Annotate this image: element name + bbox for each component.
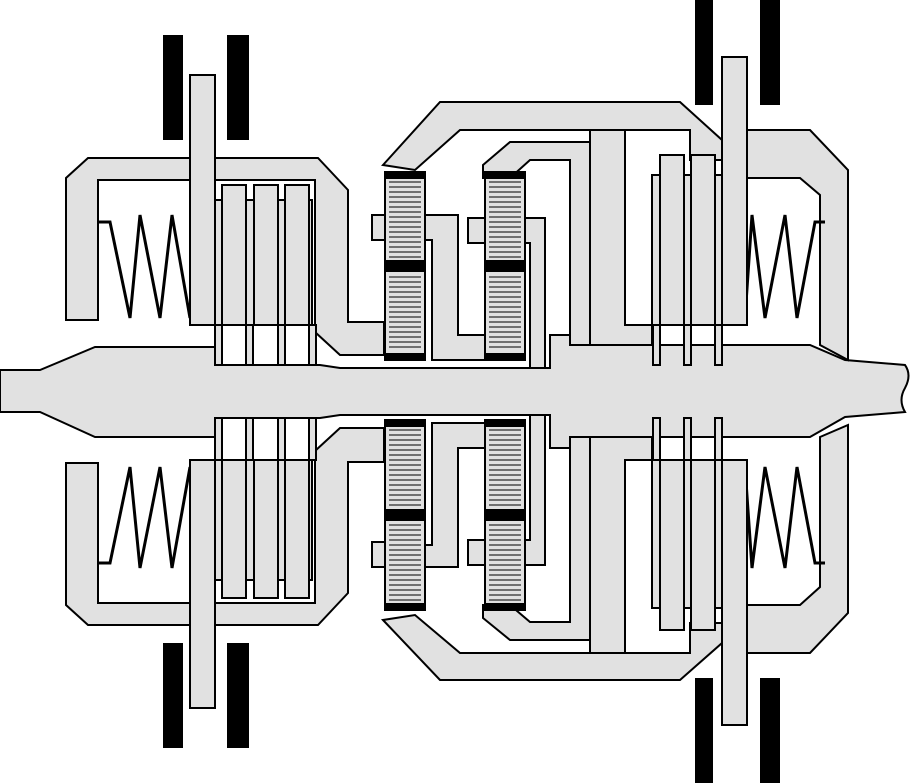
gear-band-0 — [485, 420, 525, 427]
left-steel-disc-7 — [277, 417, 286, 461]
right-steel-disc-1 — [652, 324, 661, 366]
gear-band-0 — [385, 420, 425, 427]
right-lower-housing — [589, 436, 653, 654]
left-black-bar-1 — [163, 35, 183, 140]
left-upper-housing — [65, 157, 385, 356]
right-steel-disc-3 — [714, 324, 723, 366]
left-friction-plate-6 — [284, 459, 310, 599]
right-black-bar-1 — [695, 0, 713, 105]
left-steel-disc-4 — [308, 324, 317, 366]
pinion-gear-2 — [484, 171, 526, 361]
gear-band-1 — [385, 260, 425, 272]
gear-band-2 — [485, 353, 525, 360]
gear-band-1 — [385, 509, 425, 521]
carrier-arm-lower — [467, 414, 546, 566]
pinion-gears — [384, 171, 526, 611]
right-clutch-assembly — [589, 0, 849, 783]
right-friction-plate-3 — [659, 459, 685, 631]
left-friction-plate-5 — [253, 459, 279, 599]
left-piston-upper — [189, 74, 216, 326]
left-piston-lower — [189, 459, 216, 709]
right-black-bar-3 — [695, 678, 713, 783]
right-black-bar-2 — [760, 0, 780, 105]
right-steel-disc-2 — [683, 324, 692, 366]
right-piston-lower — [721, 459, 748, 726]
left-clutch-assembly — [65, 35, 385, 748]
right-steel-disc-5 — [683, 417, 692, 461]
gear-band-2 — [485, 603, 525, 610]
right-friction-plate-4 — [690, 459, 716, 631]
left-black-bar-2 — [227, 35, 249, 140]
right-steel-disc-6 — [714, 417, 723, 461]
right-piston-upper — [721, 56, 748, 326]
left-upper-return-spring — [98, 214, 192, 319]
pinion-gear-3 — [384, 419, 426, 611]
left-friction-plate-4 — [221, 459, 247, 599]
gear-band-2 — [385, 603, 425, 610]
stub-left-lower — [371, 541, 386, 568]
right-friction-plate-1 — [659, 154, 685, 326]
left-steel-disc-1 — [214, 324, 223, 366]
carrier-arm-upper — [467, 217, 546, 369]
gear-band-1 — [485, 260, 525, 272]
gear-band-0 — [385, 172, 425, 179]
gear-band-0 — [485, 172, 525, 179]
gear-band-2 — [385, 353, 425, 360]
left-black-bar-4 — [227, 643, 249, 748]
right-upper-housing — [589, 129, 653, 346]
left-steel-disc-8 — [308, 417, 317, 461]
right-friction-plate-2 — [690, 154, 716, 326]
right-black-bar-4 — [760, 678, 780, 783]
left-steel-disc-2 — [245, 324, 254, 366]
stub-left-upper — [371, 214, 386, 241]
left-friction-plate-3 — [284, 184, 310, 326]
left-steel-disc-5 — [214, 417, 223, 461]
right-upper-return-spring — [743, 214, 825, 319]
left-friction-plate-1 — [221, 184, 247, 326]
left-friction-plate-2 — [253, 184, 279, 326]
right-lower-return-spring — [743, 466, 825, 569]
pinion-gear-4 — [484, 419, 526, 611]
left-steel-disc-3 — [277, 324, 286, 366]
planetary-gearset — [371, 101, 723, 681]
right-steel-disc-4 — [652, 417, 661, 461]
left-black-bar-3 — [163, 643, 183, 748]
left-steel-disc-6 — [245, 417, 254, 461]
pinion-gear-1 — [384, 171, 426, 361]
left-lower-return-spring — [98, 466, 192, 569]
gear-band-1 — [485, 509, 525, 521]
input-output-shaft — [0, 334, 910, 449]
